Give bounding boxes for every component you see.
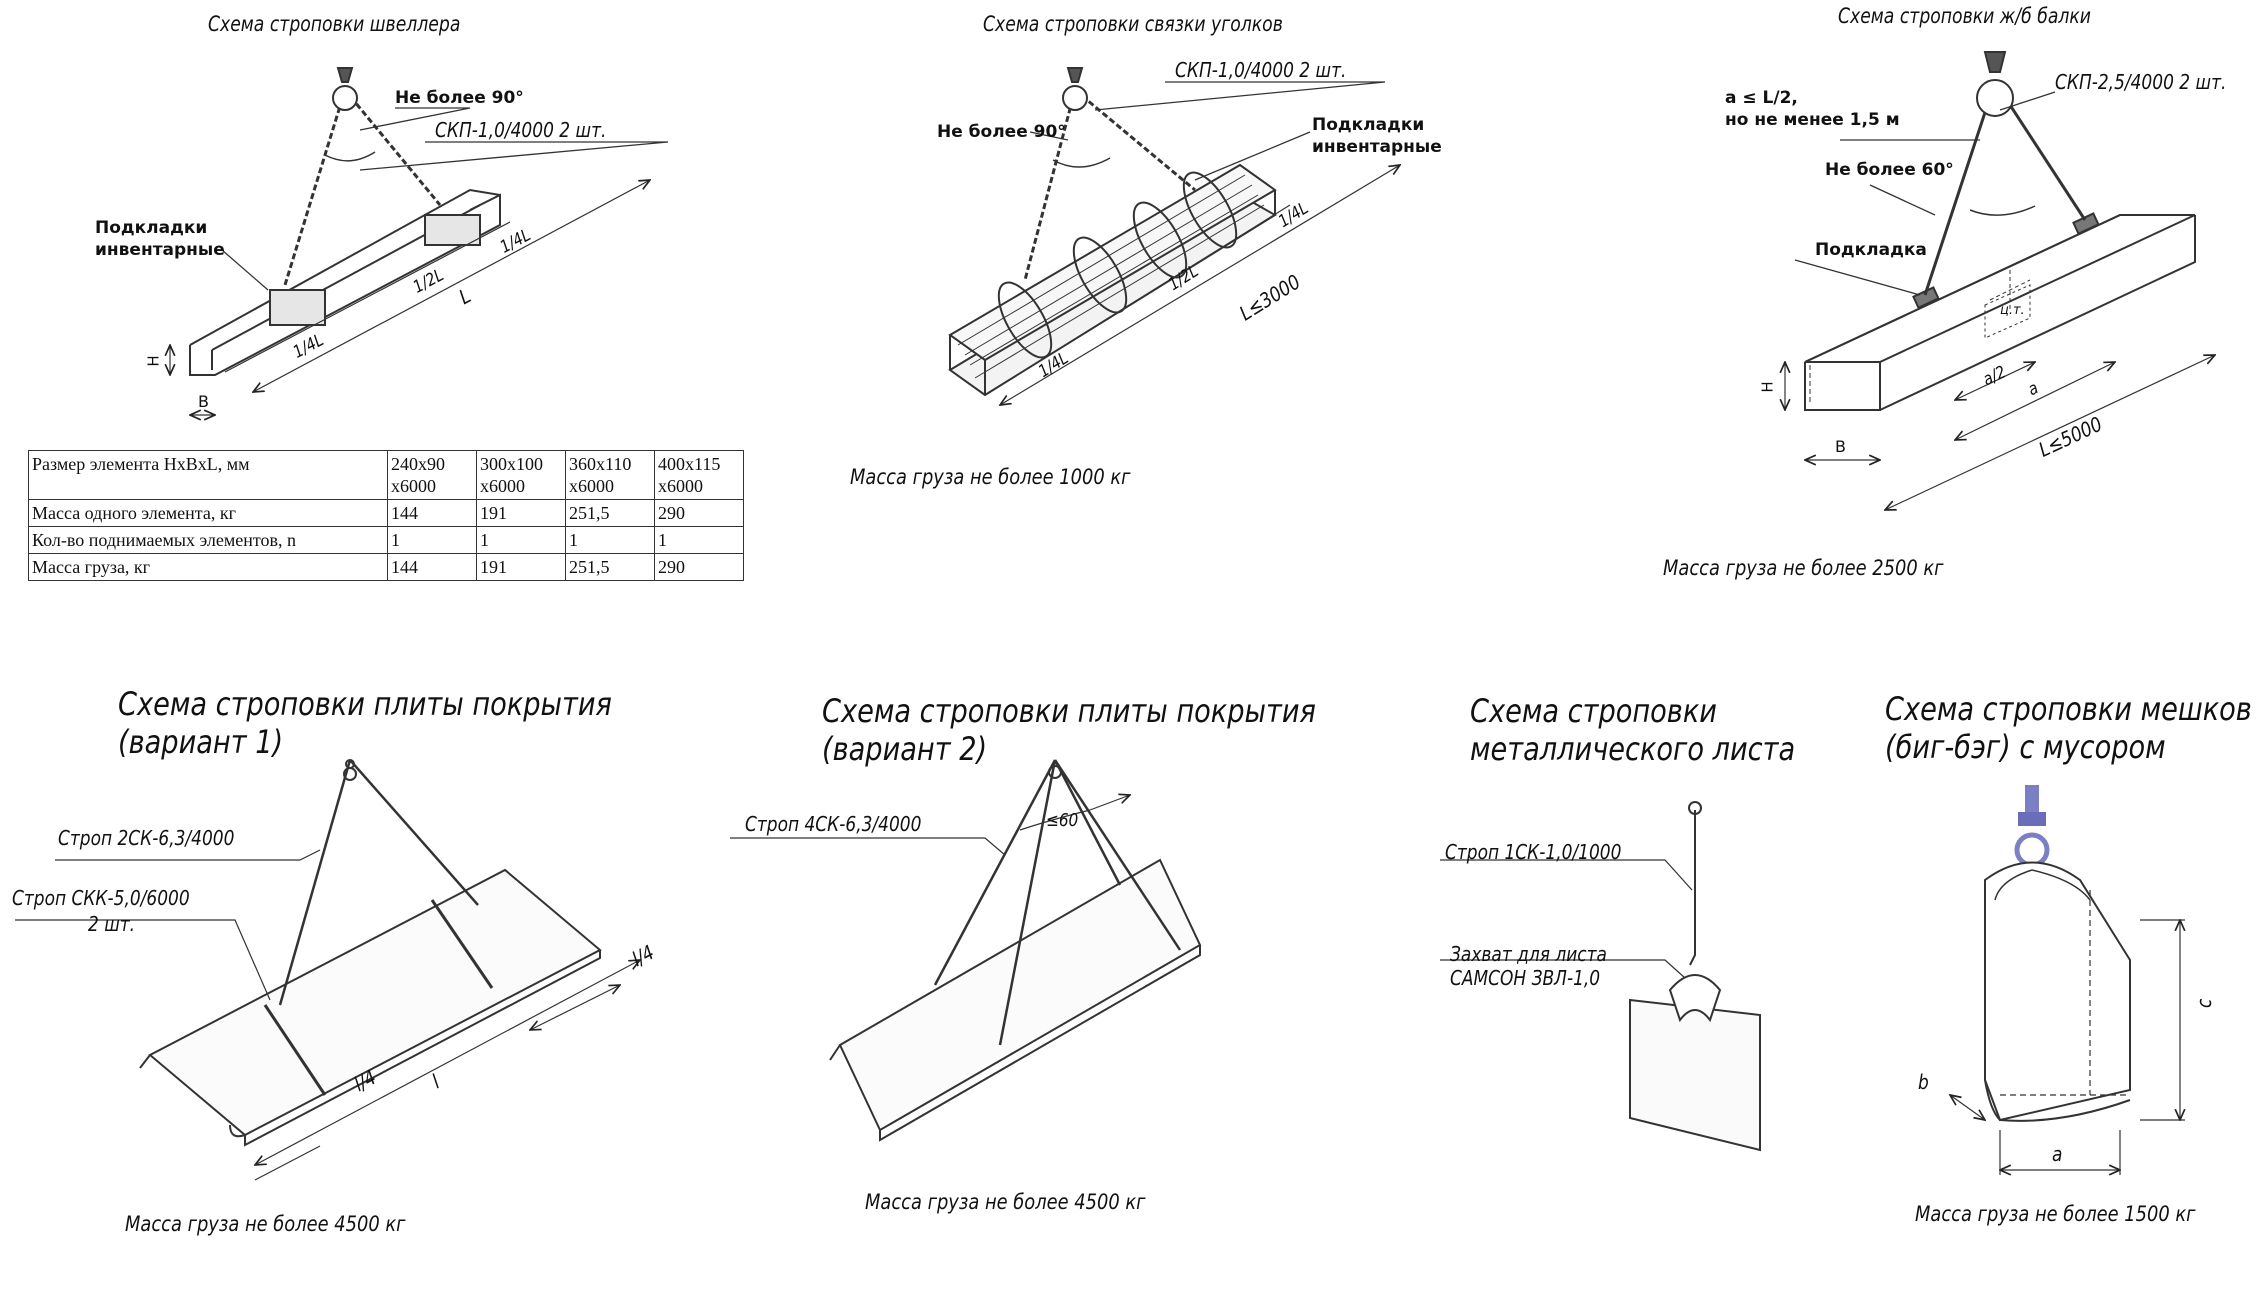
channel-dim-b: B bbox=[198, 392, 209, 411]
beam-title: Схема строповки ж/б балки bbox=[1838, 4, 2091, 28]
table-cell: Кол-во поднимаемых элементов, n bbox=[28, 526, 388, 554]
bigbag-drawing bbox=[1950, 785, 2185, 1175]
beam-dim-b: B bbox=[1835, 437, 1846, 456]
angles-sling-label: СКП-1,0/4000 2 шт. bbox=[1175, 58, 1347, 82]
table-header-cell: 240x90 x6000 bbox=[387, 450, 477, 500]
table-cell: 1 bbox=[654, 526, 744, 554]
table-cell: 290 bbox=[654, 553, 744, 581]
channel-title: Схема строповки швеллера bbox=[208, 12, 461, 36]
slab-v2-title-2: (вариант 2) bbox=[822, 730, 988, 768]
table-header-cell: 360x110 x6000 bbox=[565, 450, 655, 500]
channel-dim-h: H bbox=[144, 355, 163, 367]
angles-angle-label: Не более 90° bbox=[937, 122, 1066, 142]
beam-cog-label: ц.т. bbox=[2000, 303, 2025, 318]
angles-title: Схема строповки связки уголков bbox=[983, 12, 1283, 36]
angles-mass: Масса груза не более 1000 кг bbox=[850, 465, 1131, 489]
slab-v1-drawing bbox=[15, 759, 640, 1181]
channel-sling-label: СКП-1,0/4000 2 шт. bbox=[435, 118, 607, 142]
bigbag-title-2: (биг-бэг) с мусором bbox=[1885, 728, 2166, 766]
beam-pad-label: Подкладка bbox=[1815, 240, 1927, 260]
slab-v1-title-1: Схема строповки плиты покрытия bbox=[118, 685, 612, 723]
table-cell: 251,5 bbox=[565, 499, 655, 527]
table-cell: 1 bbox=[476, 526, 566, 554]
table-row: Масса одного элемента, кг 144 191 251,5 … bbox=[28, 499, 744, 527]
angles-pads-label-2: инвентарные bbox=[1312, 137, 1442, 157]
bigbag-dim-a: a bbox=[2052, 1142, 2063, 1166]
beam-note-2: но не менее 1,5 м bbox=[1725, 110, 1900, 130]
table-cell: Масса одного элемента, кг bbox=[28, 499, 388, 527]
beam-note-1: a ≤ L/2, bbox=[1725, 88, 1798, 108]
bigbag-mass: Масса груза не более 1500 кг bbox=[1915, 1202, 2196, 1226]
table-cell: 1 bbox=[387, 526, 477, 554]
table-cell: 144 bbox=[387, 499, 477, 527]
sheet-drawing bbox=[1440, 801, 1761, 1152]
channel-pads-label-2: инвентарные bbox=[95, 240, 225, 260]
beam-sling-label: СКП-2,5/4000 2 шт. bbox=[2055, 70, 2227, 94]
slab-v2-sling: Строп 4СК-6,3/4000 bbox=[745, 812, 922, 836]
table-cell: 251,5 bbox=[565, 553, 655, 581]
angle-bundle-drawing bbox=[948, 67, 1400, 405]
slab-v2-mass: Масса груза не более 4500 кг bbox=[865, 1190, 1146, 1214]
bigbag-dim-c: c bbox=[2192, 998, 2216, 1008]
sheet-sling-label: Строп 1СК-1,0/1000 bbox=[1445, 840, 1622, 864]
table-cell: 1 bbox=[565, 526, 655, 554]
slab-v1-title-2: (вариант 1) bbox=[118, 723, 284, 761]
beam-dim-h: H bbox=[1758, 381, 1777, 393]
table-row: Масса груза, кг 144 191 251,5 290 bbox=[28, 553, 744, 581]
slab-v1-sling-1: Строп 2СК-6,3/4000 bbox=[58, 826, 235, 850]
bigbag-dim-b: b bbox=[1918, 1070, 1929, 1094]
sheet-grip-label-1: Захват для листа bbox=[1450, 942, 1607, 966]
table-cell: 290 bbox=[654, 499, 744, 527]
sheet-grip-label-2: САМСОН ЗВЛ-1,0 bbox=[1450, 966, 1601, 990]
channel-spec-table: Размер элемента HxBxL, мм 240x90 x6000 3… bbox=[28, 450, 744, 581]
bigbag-title-1: Схема строповки мешков bbox=[1885, 690, 2252, 728]
beam-angle-label: Не более 60° bbox=[1825, 160, 1954, 180]
channel-pads-label-1: Подкладки bbox=[95, 218, 208, 238]
channel-angle-label: Не более 90° bbox=[395, 88, 524, 108]
slab-v1-sling-2: Строп СКК-5,0/6000 bbox=[12, 886, 190, 910]
table-row: Размер элемента HxBxL, мм 240x90 x6000 3… bbox=[28, 450, 744, 500]
table-row: Кол-во поднимаемых элементов, n 1 1 1 1 bbox=[28, 526, 744, 554]
table-header-cell: 300x100 x6000 bbox=[476, 450, 566, 500]
table-header-cell: Размер элемента HxBxL, мм bbox=[28, 450, 388, 500]
sheet-title-1: Схема строповки bbox=[1470, 692, 1717, 730]
channel-drawing bbox=[170, 67, 669, 415]
beam-drawing bbox=[1785, 51, 2215, 510]
slab-v2-title-1: Схема строповки плиты покрытия bbox=[822, 692, 1316, 730]
table-cell: Масса груза, кг bbox=[28, 553, 388, 581]
table-header-cell: 400x115 x6000 bbox=[654, 450, 744, 500]
slab-v2-angle: ≤60 bbox=[1046, 810, 1079, 831]
slab-v2-drawing bbox=[730, 759, 1202, 1142]
table-cell: 191 bbox=[476, 499, 566, 527]
table-cell: 144 bbox=[387, 553, 477, 581]
slab-v1-sling-2-qty: 2 шт. bbox=[88, 912, 136, 936]
angles-pads-label-1: Подкладки bbox=[1312, 115, 1425, 135]
table-cell: 191 bbox=[476, 553, 566, 581]
slab-v1-mass: Масса груза не более 4500 кг bbox=[125, 1212, 406, 1236]
beam-mass: Масса груза не более 2500 кг bbox=[1663, 556, 1944, 580]
sheet-title-2: металлического листа bbox=[1470, 730, 1796, 768]
